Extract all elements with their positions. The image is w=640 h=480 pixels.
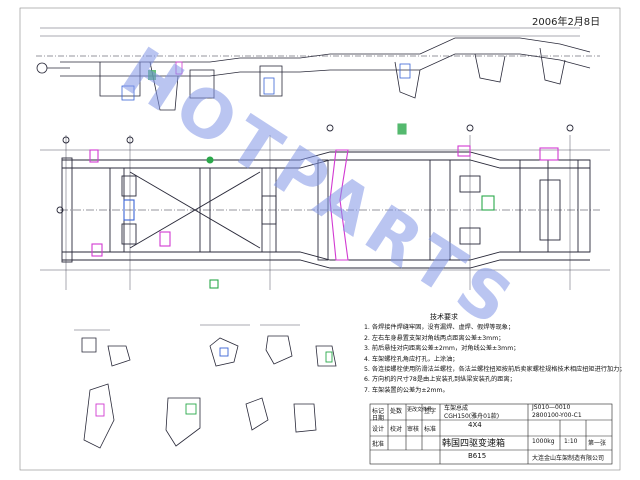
company-name: 大连金山车架制造有限公司 bbox=[532, 455, 605, 462]
table-label: 处数 bbox=[390, 408, 403, 415]
side-view-accents bbox=[121, 61, 411, 101]
role-label: 校对 bbox=[390, 426, 403, 433]
note-item: 7. 车架装置的公差为±2mm。 bbox=[364, 386, 449, 394]
note-item: 4. 车架螺栓孔角应打孔，上涂油； bbox=[364, 355, 459, 363]
table-label: 签字 bbox=[424, 408, 437, 415]
part-drive: 4X4 bbox=[468, 421, 482, 429]
role-label: 设计 bbox=[372, 426, 385, 433]
weight: 1000kg bbox=[532, 438, 555, 445]
technical-requirements: 技术要求 1. 各焊接件焊缝牢固，没有漏焊、虚焊、假焊等现象； 2. 左右车身悬… bbox=[364, 312, 626, 396]
note-item: 3. 前后悬挂对向距离公差±2mm，对角线公差±3mm； bbox=[364, 345, 520, 353]
note-item: 1. 各焊接件焊缝牢固，没有漏焊、虚焊、假焊等现象； bbox=[364, 324, 515, 332]
part-name: 车架总成 bbox=[444, 405, 469, 412]
drawing-number-1: JS010—0010 bbox=[532, 404, 571, 411]
role-label: 标准 bbox=[424, 426, 437, 433]
note-item: 5. 各连接螺栓使用防滑法兰螺栓，各法兰螺栓扭矩按前后卖家螺栓规格技术相应扭矩进… bbox=[364, 366, 626, 374]
table-label: 标记 bbox=[372, 408, 385, 415]
model-code: B615 bbox=[468, 452, 487, 460]
note-item: 2. 左右车身悬置支架对角线两点距离公差±3mm； bbox=[364, 334, 505, 342]
detail-accents bbox=[95, 347, 333, 417]
part-model: CGH150(雅舟01款) bbox=[444, 413, 500, 420]
role-label: 批准 bbox=[372, 441, 385, 448]
plan-view bbox=[40, 124, 610, 290]
project-name: 韩国四驱变速箱 bbox=[442, 439, 506, 449]
notes-title: 技术要求 bbox=[430, 313, 458, 321]
plan-view-accents bbox=[89, 123, 559, 289]
sheet: 第一张 bbox=[588, 440, 607, 447]
role-label: 审核 bbox=[407, 426, 420, 433]
side-view bbox=[36, 27, 600, 111]
title-block-grid bbox=[369, 403, 613, 465]
table-label: 日期 bbox=[372, 415, 385, 422]
drawing-border bbox=[19, 7, 621, 471]
table-label: 更改文件号 bbox=[407, 407, 433, 413]
scale: 1:10 bbox=[564, 438, 578, 445]
drawing-number-2: 2800100-Y00-C1 bbox=[532, 412, 582, 419]
detail-sections bbox=[74, 324, 337, 449]
drawing-date: 2006年2月8日 bbox=[532, 17, 601, 28]
note-item: 6. 方向机的尺寸78是由上安装孔到纵梁安装孔的距离； bbox=[364, 376, 516, 384]
